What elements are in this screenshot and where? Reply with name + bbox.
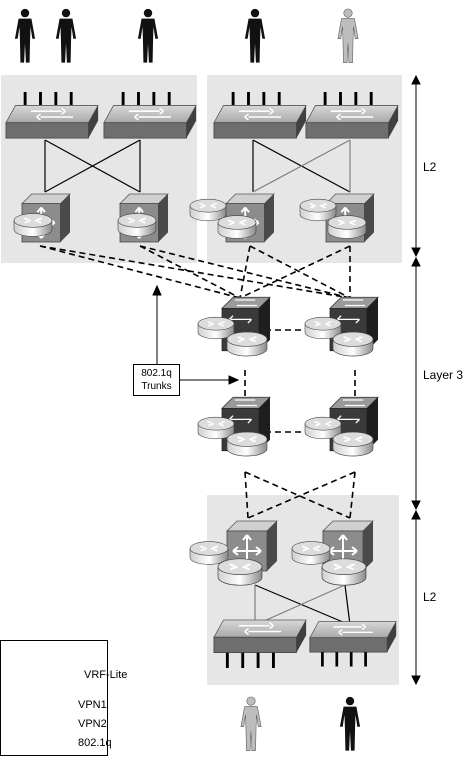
- person-icon: [339, 696, 361, 751]
- router-icon: [291, 540, 331, 566]
- router-icon: [226, 431, 268, 457]
- vpn2-links-top-right: [252, 139, 351, 193]
- vpn1-links-bottom: [254, 584, 351, 626]
- l2-bottom-label: L2: [423, 590, 437, 604]
- person-icon: [55, 8, 77, 63]
- trunk-callout-line1: 802.1q: [141, 368, 172, 379]
- dot1q-links-lower: [244, 471, 356, 519]
- router-icon: [117, 212, 157, 238]
- router-icon: [327, 214, 367, 240]
- router-icon: [321, 557, 367, 587]
- trunk-callout-line2: Trunks: [141, 381, 172, 392]
- dot1q-links-upper: [39, 245, 351, 299]
- router-icon: [226, 331, 268, 357]
- layer-brackets: [411, 74, 421, 686]
- trunk-callout-arrows: [152, 284, 240, 385]
- legend-vrf-lite-label: VRF-Lite: [84, 669, 128, 681]
- router-icon: [13, 212, 53, 238]
- layer3-label: Layer 3: [423, 368, 464, 382]
- router-icon: [332, 331, 374, 357]
- router-icon: [197, 416, 235, 440]
- l2-top-label: L2: [423, 160, 437, 174]
- router-icon: [332, 431, 374, 457]
- legend-vpn1-label: VPN1: [78, 699, 107, 711]
- person-icon: [240, 696, 262, 752]
- router-icon: [197, 316, 235, 340]
- router-icon: [189, 198, 227, 222]
- legend-vpn2-label: VPN2: [78, 718, 107, 730]
- vpn2-links-bottom: [254, 584, 346, 626]
- person-icon: [137, 8, 159, 63]
- router-icon: [217, 214, 257, 240]
- person-icon: [337, 8, 359, 64]
- router-icon: [299, 198, 337, 222]
- person-icon: [244, 8, 266, 63]
- person-icon: [14, 8, 36, 63]
- legend-dot1q-label: 802.1q: [78, 737, 112, 749]
- router-icon: [189, 540, 229, 566]
- trunk-callout-box: 802.1q Trunks: [133, 364, 180, 396]
- vpn1-links-top-left: [44, 139, 141, 193]
- legend: [0, 640, 108, 756]
- router-icon: [217, 557, 263, 587]
